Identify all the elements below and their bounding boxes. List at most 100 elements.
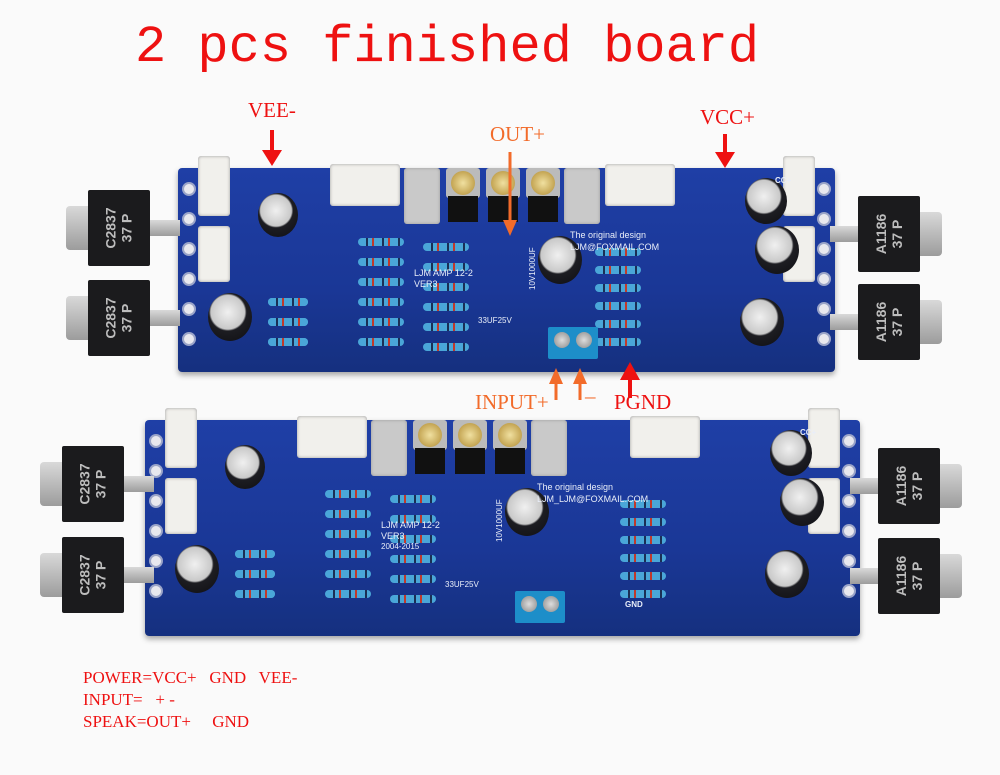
power-resistor bbox=[165, 478, 197, 534]
ceramic-resistor bbox=[605, 164, 675, 206]
label-vcc: VCC+ bbox=[700, 105, 756, 129]
silkscreen-design: The original design bbox=[537, 482, 614, 492]
screw bbox=[543, 596, 559, 612]
driver-transistor bbox=[493, 420, 527, 474]
arrow-up-icon bbox=[549, 368, 587, 400]
silkscreen-gnd: GND bbox=[625, 600, 643, 609]
driver-transistor bbox=[453, 420, 487, 474]
mounting-hole bbox=[842, 554, 856, 568]
label-input-minus: – bbox=[585, 384, 596, 408]
arrow-down-icon bbox=[503, 152, 517, 236]
resistor bbox=[358, 278, 404, 286]
resistor bbox=[268, 338, 308, 346]
electrolytic-capacitor bbox=[208, 293, 252, 341]
mounting-hole bbox=[817, 272, 831, 286]
transistor-leads bbox=[146, 220, 180, 236]
resistor bbox=[325, 570, 371, 578]
mounting-hole bbox=[842, 584, 856, 598]
resistor bbox=[390, 555, 436, 563]
resistor bbox=[268, 298, 308, 306]
label-input-plus: INPUT+ bbox=[475, 390, 549, 414]
silkscreen-email: LJM_LJM@FOXMAIL.COM bbox=[537, 494, 649, 504]
silkscreen-model: LJM AMP 12-2 bbox=[381, 520, 440, 530]
transistor-leads bbox=[146, 310, 180, 326]
power-resistor bbox=[808, 408, 840, 468]
driver-transistor bbox=[486, 168, 520, 222]
electrolytic-capacitor bbox=[538, 236, 582, 284]
resistor bbox=[595, 302, 641, 310]
mounting-hole bbox=[842, 464, 856, 478]
note-power: POWER=VCC+ GND VEE- bbox=[83, 668, 298, 687]
silkscreen-cap: 33UF25V bbox=[478, 316, 512, 325]
resistor bbox=[620, 572, 666, 580]
input-terminal-block bbox=[548, 327, 598, 359]
resistor bbox=[358, 298, 404, 306]
silkscreen-version: VER3 bbox=[414, 279, 438, 289]
resistor bbox=[595, 320, 641, 328]
resistor bbox=[325, 590, 371, 598]
resistor bbox=[358, 258, 404, 266]
mounting-hole bbox=[149, 584, 163, 598]
resistor bbox=[390, 595, 436, 603]
transistor-body bbox=[455, 448, 485, 474]
screw bbox=[531, 171, 555, 195]
resistor bbox=[423, 283, 469, 291]
resistor bbox=[325, 550, 371, 558]
electrolytic-capacitor bbox=[740, 298, 784, 346]
silkscreen-email: LJM@FOXMAIL.COM bbox=[570, 242, 660, 252]
screw bbox=[451, 171, 475, 195]
label-out-plus: OUT+ bbox=[490, 122, 546, 146]
mounting-hole bbox=[842, 494, 856, 508]
transistor-body bbox=[415, 448, 445, 474]
transistor-leads bbox=[850, 568, 884, 584]
resistor bbox=[390, 515, 436, 523]
label-vee: VEE- bbox=[248, 98, 296, 122]
screw bbox=[418, 423, 442, 447]
transistor-leads bbox=[830, 226, 864, 242]
resistor bbox=[620, 554, 666, 562]
page-title: 2 pcs finished board bbox=[135, 18, 760, 77]
heatsink bbox=[404, 168, 440, 224]
mounting-hole bbox=[149, 524, 163, 538]
transistor-body bbox=[448, 196, 478, 222]
resistor bbox=[423, 303, 469, 311]
electrolytic-capacitor bbox=[765, 550, 809, 598]
mounting-hole bbox=[842, 434, 856, 448]
screw bbox=[498, 423, 522, 447]
mounting-hole bbox=[182, 182, 196, 196]
mounting-hole bbox=[817, 242, 831, 256]
mounting-hole bbox=[182, 212, 196, 226]
driver-transistor bbox=[446, 168, 480, 222]
silkscreen-version: VER3 bbox=[381, 531, 405, 541]
resistor bbox=[358, 238, 404, 246]
note-speak: SPEAK=OUT+ GND bbox=[83, 712, 250, 731]
resistor bbox=[595, 266, 641, 274]
driver-transistor bbox=[526, 168, 560, 222]
mounting-hole bbox=[149, 554, 163, 568]
resistor bbox=[235, 590, 275, 598]
silkscreen-year: 2004-2015 bbox=[381, 542, 420, 551]
resistor bbox=[358, 318, 404, 326]
mounting-hole bbox=[182, 332, 196, 346]
electrolytic-capacitor bbox=[745, 178, 787, 224]
resistor bbox=[235, 570, 275, 578]
resistor bbox=[390, 575, 436, 583]
resistor bbox=[620, 536, 666, 544]
power-resistor bbox=[198, 156, 230, 216]
electrolytic-capacitor bbox=[755, 226, 799, 274]
resistor bbox=[620, 518, 666, 526]
arrow-down-icon bbox=[715, 134, 735, 168]
resistor bbox=[423, 263, 469, 271]
mounting-hole bbox=[149, 464, 163, 478]
electrolytic-capacitor bbox=[258, 193, 298, 237]
resistor bbox=[358, 338, 404, 346]
resistor bbox=[268, 318, 308, 326]
